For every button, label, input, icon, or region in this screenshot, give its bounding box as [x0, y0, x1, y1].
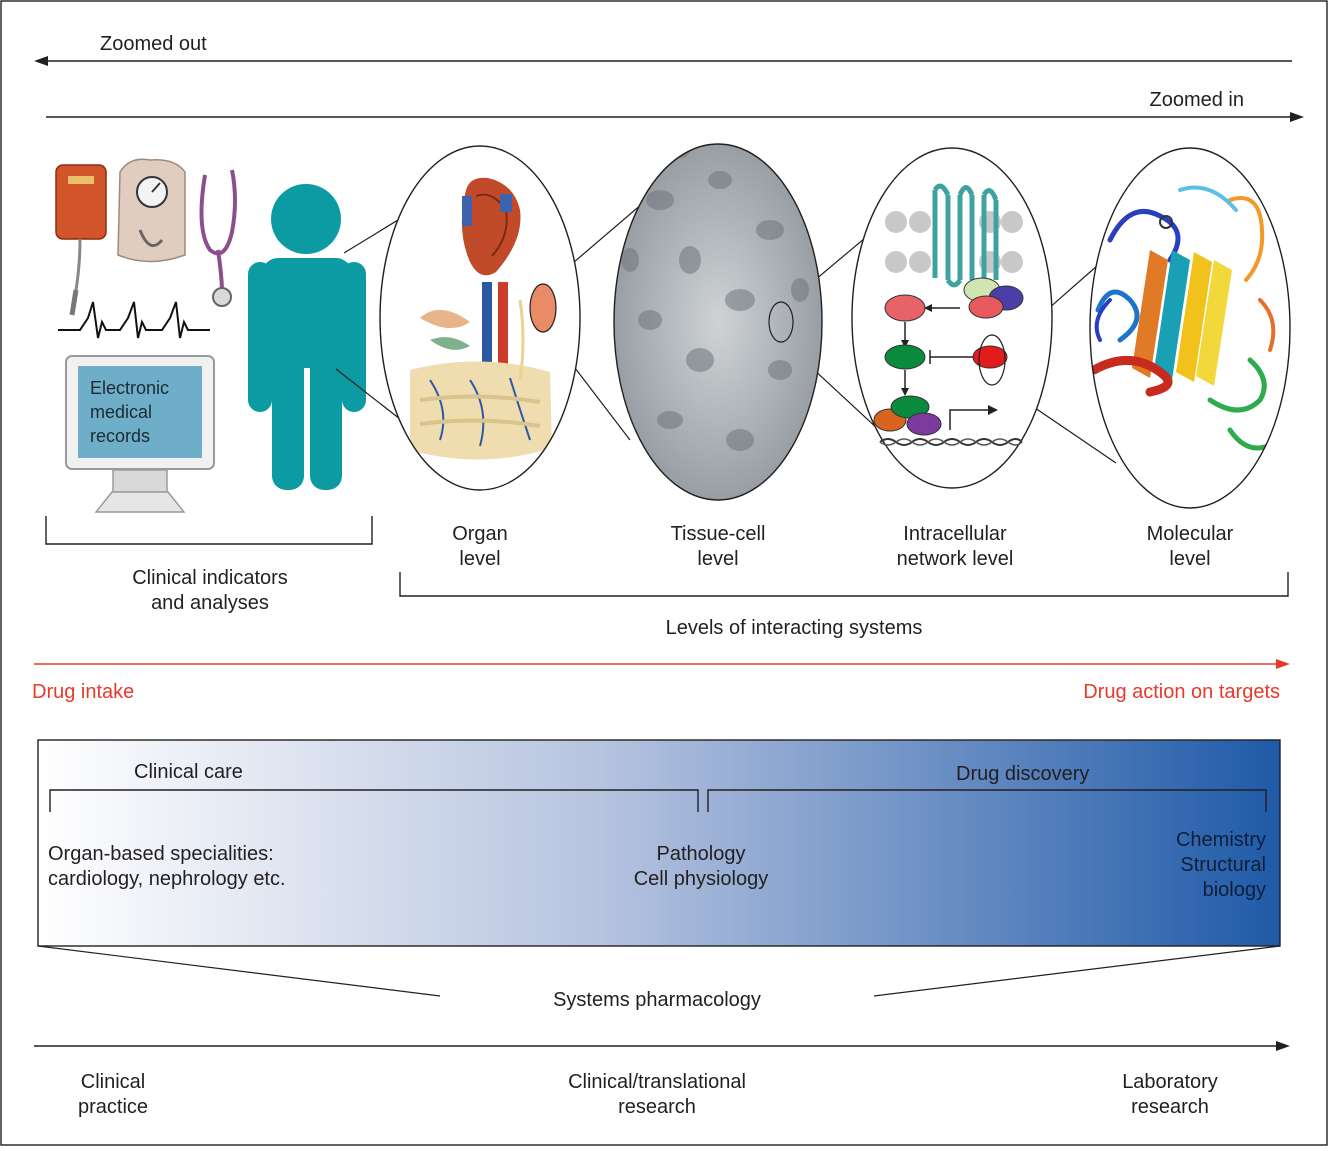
molecular-level-ellipse — [1089, 147, 1291, 509]
molecule-highlight — [978, 334, 1006, 386]
research-axis-arrow — [34, 1041, 1290, 1051]
zoomed-out-label: Zoomed out — [100, 33, 207, 55]
clinical-indicators-bracket — [45, 516, 373, 545]
drug-action-label: Drug action on targets — [1083, 681, 1280, 703]
levels-bracket — [399, 572, 1289, 597]
clinical-practice-label: Clinical practice — [77, 1071, 149, 1118]
drug-axis-arrow — [34, 659, 1290, 669]
systems-pharmacology-label: Systems pharmacology — [553, 989, 761, 1011]
funnel-right-line — [873, 945, 1281, 997]
kidney-highlight — [529, 283, 557, 333]
zoomed-out-arrow — [34, 56, 1292, 66]
organ-specialities-label: Organ-based specialities: cardiology, ne… — [48, 843, 286, 890]
chemistry-label: Chemistry Structural biology — [1175, 829, 1266, 901]
glucose-meter-icon — [55, 164, 107, 316]
translational-research-label: Clinical/translational research — [568, 1071, 746, 1118]
drug-intake-label: Drug intake — [32, 681, 135, 703]
intracellular-network-level-label: Intracellular network level — [896, 523, 1014, 570]
monitor-screen-text: Electronic medical records — [90, 378, 170, 446]
organ-level-label: Organ level — [452, 523, 508, 570]
zoomed-in-arrow — [46, 112, 1304, 122]
intracellular-network-ellipse — [851, 147, 1053, 489]
molecular-level-label: Molecular level — [1146, 523, 1234, 570]
blood-pressure-cuff-icon — [117, 158, 186, 263]
computer-monitor-icon — [65, 355, 215, 513]
drug-discovery-bracket — [707, 789, 1267, 812]
stethoscope-icon — [199, 169, 237, 307]
drug-discovery-label: Drug discovery — [956, 763, 1090, 785]
zoomed-in-label: Zoomed in — [1149, 89, 1245, 111]
clinical-care-bracket — [49, 789, 699, 812]
cell-highlight — [768, 301, 794, 343]
clinical-care-label: Clinical care — [134, 761, 243, 783]
pathology-label: Pathology Cell physiology — [633, 843, 769, 890]
tissue-cell-level-label: Tissue-cell level — [670, 523, 766, 570]
human-figure-icon — [248, 184, 366, 490]
organ-level-ellipse — [379, 145, 581, 491]
levels-of-interacting-systems-label: Levels of interacting systems — [665, 617, 923, 639]
clinical-indicators-label: Clinical indicators and analyses — [132, 567, 288, 614]
funnel-left-line — [37, 945, 441, 997]
tissue-cell-level-ellipse — [613, 143, 823, 501]
laboratory-research-label: Laboratory research — [1122, 1071, 1218, 1118]
domain-gradient-box — [37, 739, 1281, 947]
ecg-trace-icon — [58, 301, 210, 339]
